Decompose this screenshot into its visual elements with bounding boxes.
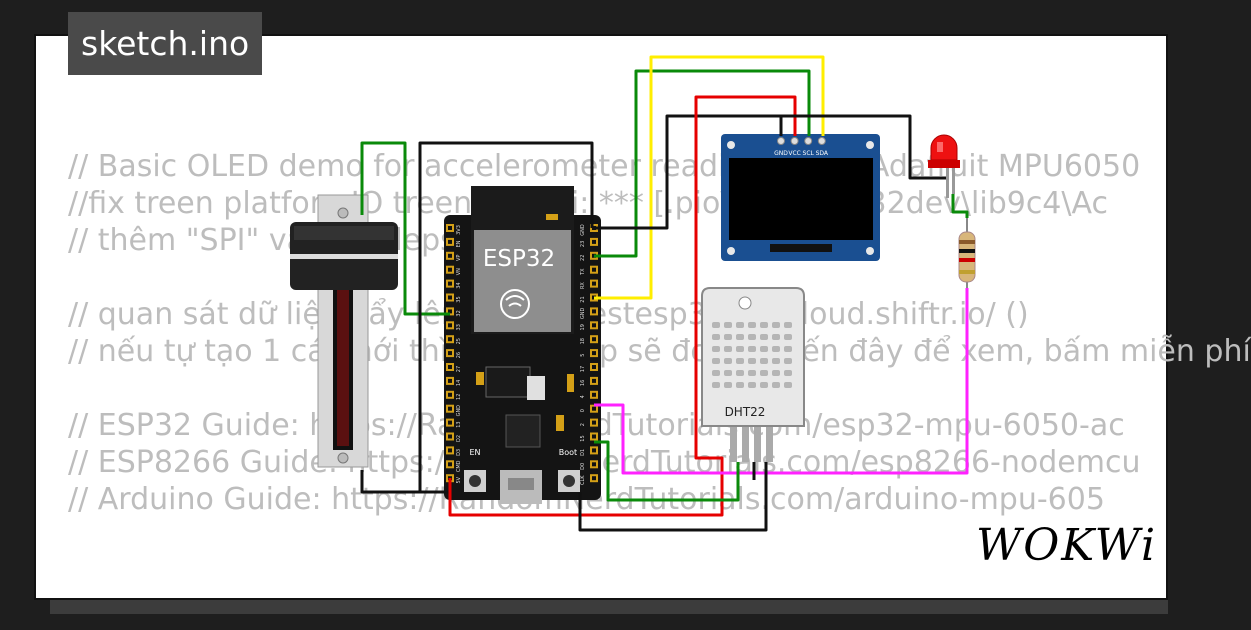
esp32-pin-label: GND: [580, 224, 586, 236]
en-button-label: EN: [469, 448, 480, 457]
red-led[interactable]: [928, 134, 960, 198]
esp32-pin-label: D0: [580, 463, 586, 470]
esp32-pin-label: 0: [580, 409, 586, 412]
wifi-logo-icon: [500, 289, 530, 319]
esp32-pin-label: 18: [580, 338, 586, 344]
esp32-pin-label: 2: [580, 423, 586, 426]
dht22-label: DHT22: [725, 405, 766, 419]
esp32-pin-label: 15: [580, 435, 586, 441]
magenta-wire[interactable]: [594, 288, 969, 475]
esp32-pin-label: 14: [456, 380, 462, 386]
esp32-pin-label: EN: [456, 240, 462, 247]
esp32-pin-label: CMD: [456, 460, 462, 472]
black-wire[interactable]: [418, 141, 594, 494]
resistor[interactable]: [958, 218, 976, 288]
black-wire[interactable]: [360, 470, 420, 494]
code-line: // Basic OLED demo for accelerometer rea…: [68, 149, 1141, 184]
esp32-pin-label: CLK: [580, 475, 586, 485]
esp32-pin-label: 26: [456, 352, 462, 358]
esp32-pin-label: 19: [580, 324, 586, 330]
red-wire[interactable]: [448, 95, 797, 517]
esp32-pin-label: 17: [580, 366, 586, 372]
esp32-pin-label: 16: [580, 380, 586, 386]
wokwi-logo: WOKWi: [976, 520, 1158, 571]
oled-pin-label: SDA: [816, 150, 829, 157]
esp32-pin-label: VP: [456, 255, 462, 261]
black-wire[interactable]: [578, 462, 768, 532]
oled-pin-label: VCC: [788, 150, 800, 157]
black-wire[interactable]: [781, 114, 946, 180]
esp32-pin-label: 21: [580, 296, 586, 302]
oled-pin[interactable]: [777, 137, 785, 145]
esp32-pin-label: 35: [456, 296, 462, 302]
esp32-board[interactable]: ESP32 EN Boot 3V3ENVPVN34353233252627141…: [444, 186, 601, 504]
esp32-pin-label: 13: [456, 421, 462, 427]
circuit-diagram: ESP32 EN Boot 3V3ENVPVN34353233252627141…: [290, 55, 976, 532]
esp32-pin-label: D1: [580, 449, 586, 456]
esp32-pin-label: 22: [580, 255, 586, 261]
boot-button-label: Boot: [559, 448, 577, 457]
sketch-title: sketch.ino: [68, 12, 263, 75]
esp32-pin-label: 34: [456, 282, 462, 288]
slide-potentiometer[interactable]: [290, 194, 398, 468]
yellow-wire[interactable]: [594, 55, 825, 300]
esp32-pin-label: 5: [580, 354, 586, 357]
esp32-label: ESP32: [483, 246, 555, 272]
esp32-pin-label: GND: [456, 405, 462, 417]
esp32-pin-label: 5V: [456, 476, 462, 483]
green-wire[interactable]: [951, 194, 969, 218]
green-wire[interactable]: [594, 440, 740, 502]
dht22-sensor[interactable]: DHT22: [701, 287, 805, 462]
esp32-pin-label: 23: [580, 241, 586, 247]
oled-pin[interactable]: [790, 137, 799, 145]
oled-pin[interactable]: [804, 137, 813, 145]
esp32-pin-headers: 3V3ENVPVN343532332526271412GND13D2D3CMD5…: [446, 224, 598, 485]
oled-pin[interactable]: [817, 137, 826, 145]
esp32-pin-label: 25: [456, 338, 462, 344]
esp32-pin-label: D2: [456, 435, 462, 442]
esp32-pin-label: 4: [580, 395, 586, 398]
black-wire[interactable]: [594, 114, 783, 230]
esp32-pin-label: 27: [456, 366, 462, 372]
esp32-pin-label: 3V3: [456, 225, 462, 235]
green-wire[interactable]: [594, 69, 811, 258]
esp32-pin-label: TX: [580, 268, 586, 276]
oled-pin-label: SCL: [803, 150, 815, 157]
esp32-pin-label: D3: [456, 449, 462, 456]
esp32-pin-label: VN: [456, 268, 462, 275]
esp32-pin-label: 12: [456, 394, 462, 400]
esp32-pin-label: RX: [580, 282, 586, 289]
oled-pin-label: GND: [774, 150, 788, 157]
esp32-pin-label: 33: [456, 324, 462, 330]
esp32-pin-label: GND: [580, 308, 586, 320]
wires: [360, 55, 969, 532]
esp32-pin-label: 32: [456, 310, 462, 316]
